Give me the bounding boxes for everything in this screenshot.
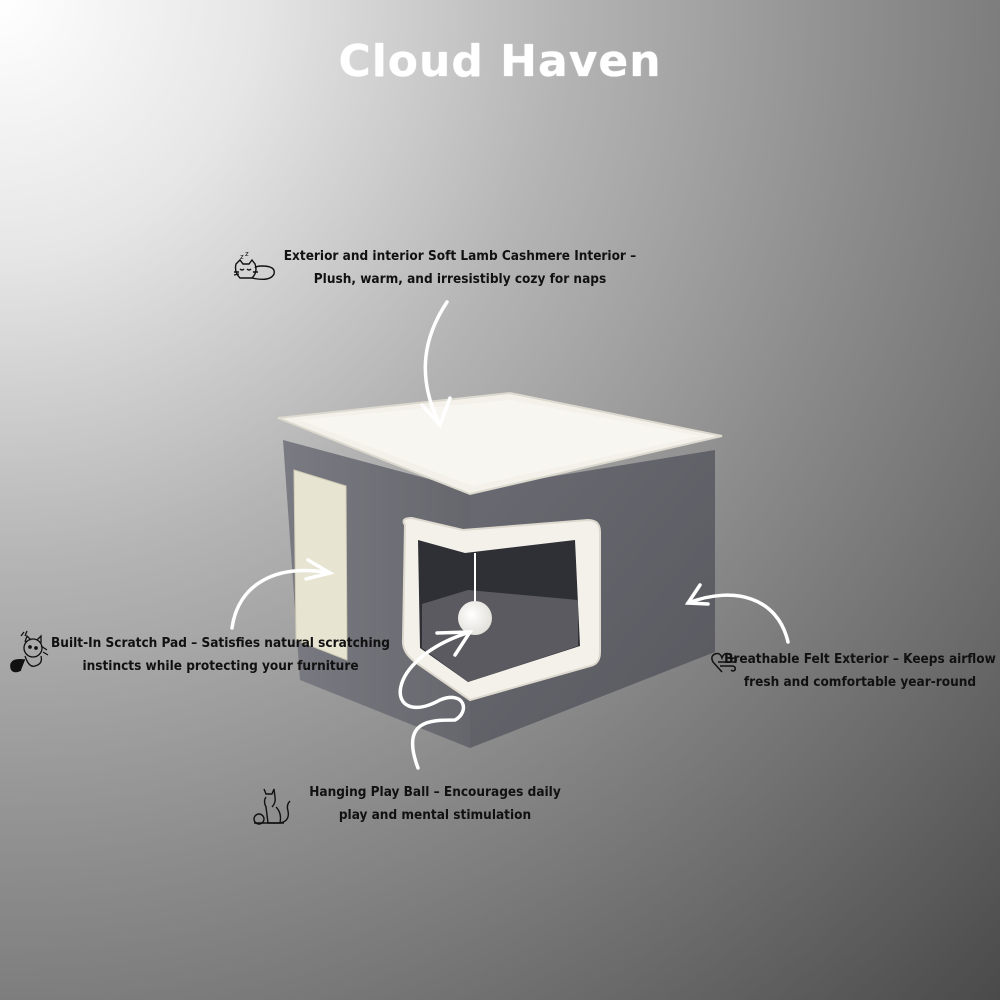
scratch-pad bbox=[293, 469, 348, 661]
feature-cashmere-line2: Plush, warm, and irresistibly cozy for n… bbox=[313, 271, 607, 287]
feature-scratch-pad-line2: instincts while protecting your furnitur… bbox=[82, 658, 359, 674]
hanging-pom-pom-ball bbox=[458, 601, 492, 635]
arrows bbox=[230, 300, 790, 770]
arrow-to-felt bbox=[686, 593, 790, 644]
arrow-to-scratch-pad bbox=[230, 568, 332, 630]
svg-text:z: z bbox=[240, 253, 244, 261]
feature-play-ball-line1: Hanging Play Ball – Encourages daily bbox=[309, 784, 561, 800]
arrow-to-ball bbox=[398, 630, 472, 770]
heart-wind-icon bbox=[710, 650, 738, 680]
feature-play-ball-caption: Hanging Play Ball – Encourages daily pla… bbox=[300, 781, 570, 827]
cat-with-ball-icon bbox=[250, 785, 294, 831]
page-title: Cloud Haven bbox=[338, 36, 662, 87]
feature-felt-exterior-line1: Breathable Felt Exterior – Keeps airflow bbox=[724, 651, 996, 667]
arrow-to-top bbox=[423, 300, 449, 427]
feature-play-ball-line2: play and mental stimulation bbox=[338, 807, 532, 823]
feature-cashmere-line1: Exterior and interior Soft Lamb Cashmere… bbox=[283, 248, 637, 264]
feature-scratch-pad-line1: Built-In Scratch Pad – Satisfies natural… bbox=[51, 635, 390, 651]
svg-text:z: z bbox=[245, 250, 249, 258]
feature-cashmere-caption: Exterior and interior Soft Lamb Cashmere… bbox=[280, 245, 640, 291]
sleeping-cat-icon: z z bbox=[232, 250, 280, 290]
feature-felt-exterior-line2: fresh and comfortable year-round bbox=[743, 674, 977, 690]
feature-felt-exterior-caption: Breathable Felt Exterior – Keeps airflow… bbox=[720, 648, 1000, 694]
playful-cat-icon bbox=[3, 630, 49, 678]
feature-scratch-pad-caption: Built-In Scratch Pad – Satisfies natural… bbox=[48, 632, 393, 678]
